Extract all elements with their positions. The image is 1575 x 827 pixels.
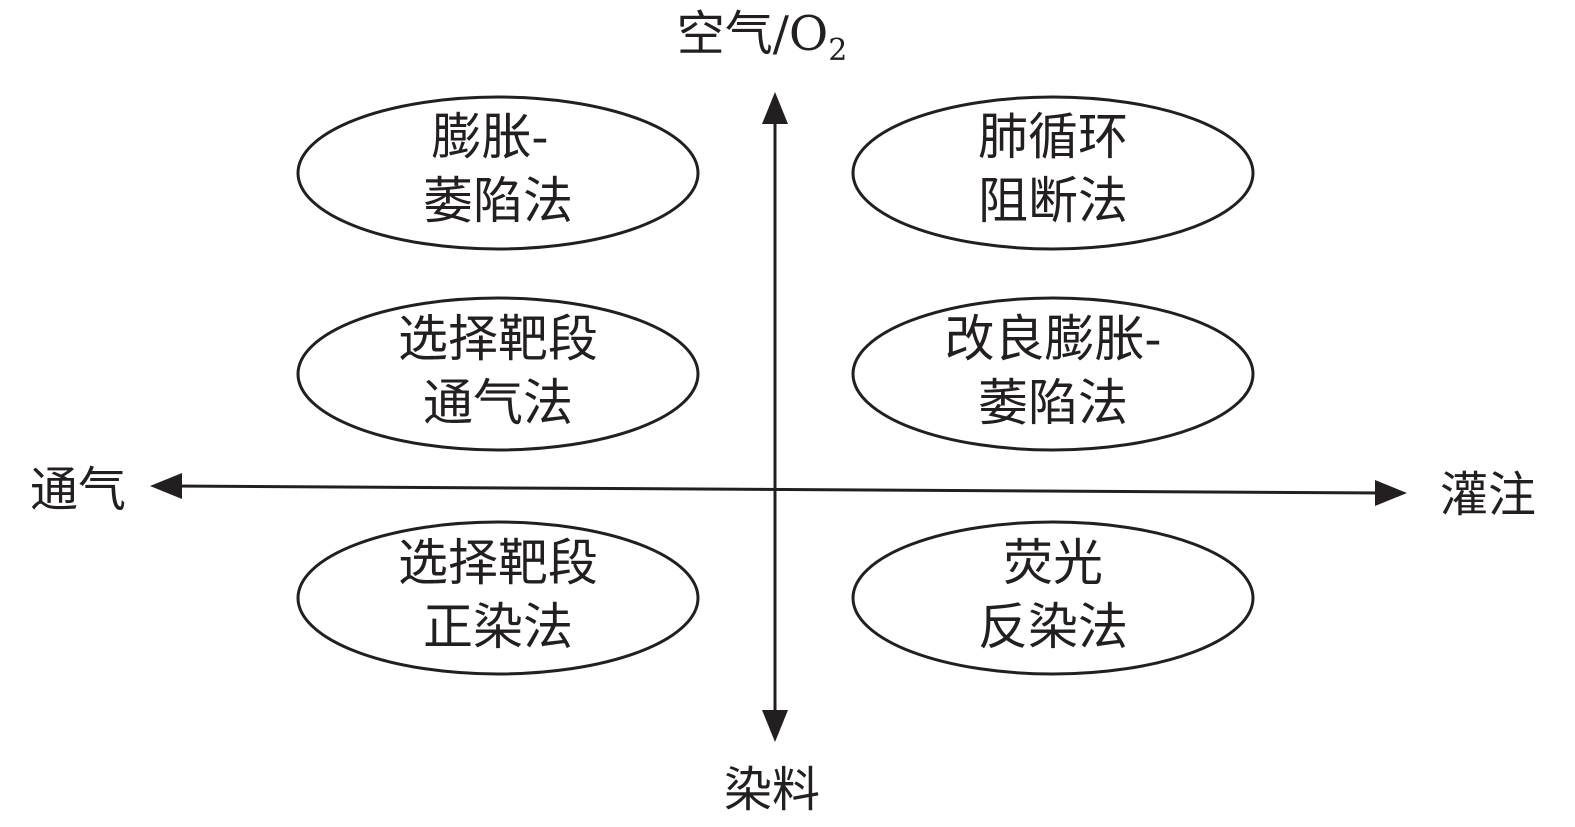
method-line-1: 肺循环 [978, 108, 1128, 166]
method-ellipse [851, 95, 1255, 251]
method-line-1: 改良膨胀- [945, 310, 1162, 368]
horizontal-axis [171, 484, 1386, 495]
arrow-up-icon [762, 92, 788, 124]
method-line-2: 正染法 [423, 598, 573, 656]
method-ellipse [851, 296, 1255, 452]
method-line-1: 膨胀- [432, 108, 549, 166]
method-bottom-left: 选择靶段 正染法 [296, 520, 700, 676]
method-top-left: 膨胀- 萎陷法 [296, 95, 700, 251]
method-line-2: 萎陷法 [423, 172, 573, 230]
method-ellipse [851, 520, 1255, 676]
method-middle-right: 改良膨胀- 萎陷法 [851, 296, 1255, 452]
method-line-2: 通气法 [423, 374, 573, 432]
method-bottom-right: 荧光 反染法 [851, 520, 1255, 676]
axis-label-top: 空气/O2 [677, 6, 848, 68]
method-line-2: 反染法 [978, 598, 1128, 656]
method-line-1: 选择靶段 [398, 534, 598, 592]
axis-label-bottom: 染料 [724, 762, 820, 818]
method-middle-left: 选择靶段 通气法 [296, 296, 700, 452]
method-line-1: 选择靶段 [398, 310, 598, 368]
method-top-right: 肺循环 阻断法 [851, 95, 1255, 251]
method-line-2: 萎陷法 [978, 374, 1128, 432]
method-line-1: 荧光 [1003, 534, 1103, 592]
method-ellipse [296, 95, 700, 251]
method-line-2: 阻断法 [978, 172, 1128, 230]
method-ellipse [296, 520, 700, 676]
method-ellipse [296, 296, 700, 452]
arrow-left-icon [150, 473, 182, 499]
arrow-right-icon [1375, 480, 1407, 506]
axis-label-right: 灌注 [1440, 467, 1536, 523]
arrow-down-icon [762, 710, 788, 742]
axis-label-left: 通气 [30, 462, 126, 518]
